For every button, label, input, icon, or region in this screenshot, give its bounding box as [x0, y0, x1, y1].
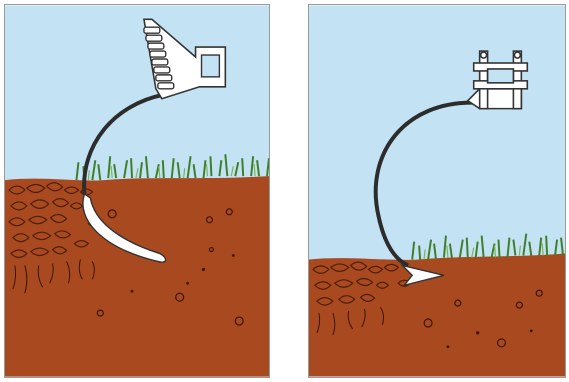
clamp-window [202, 55, 220, 77]
panel-spring-tine [4, 4, 270, 378]
soil [5, 176, 269, 376]
spring-tine-illustration [5, 5, 269, 377]
rigid-sweep-illustration [309, 5, 565, 377]
panel-rigid-sweep [308, 4, 566, 378]
soil [309, 254, 565, 377]
